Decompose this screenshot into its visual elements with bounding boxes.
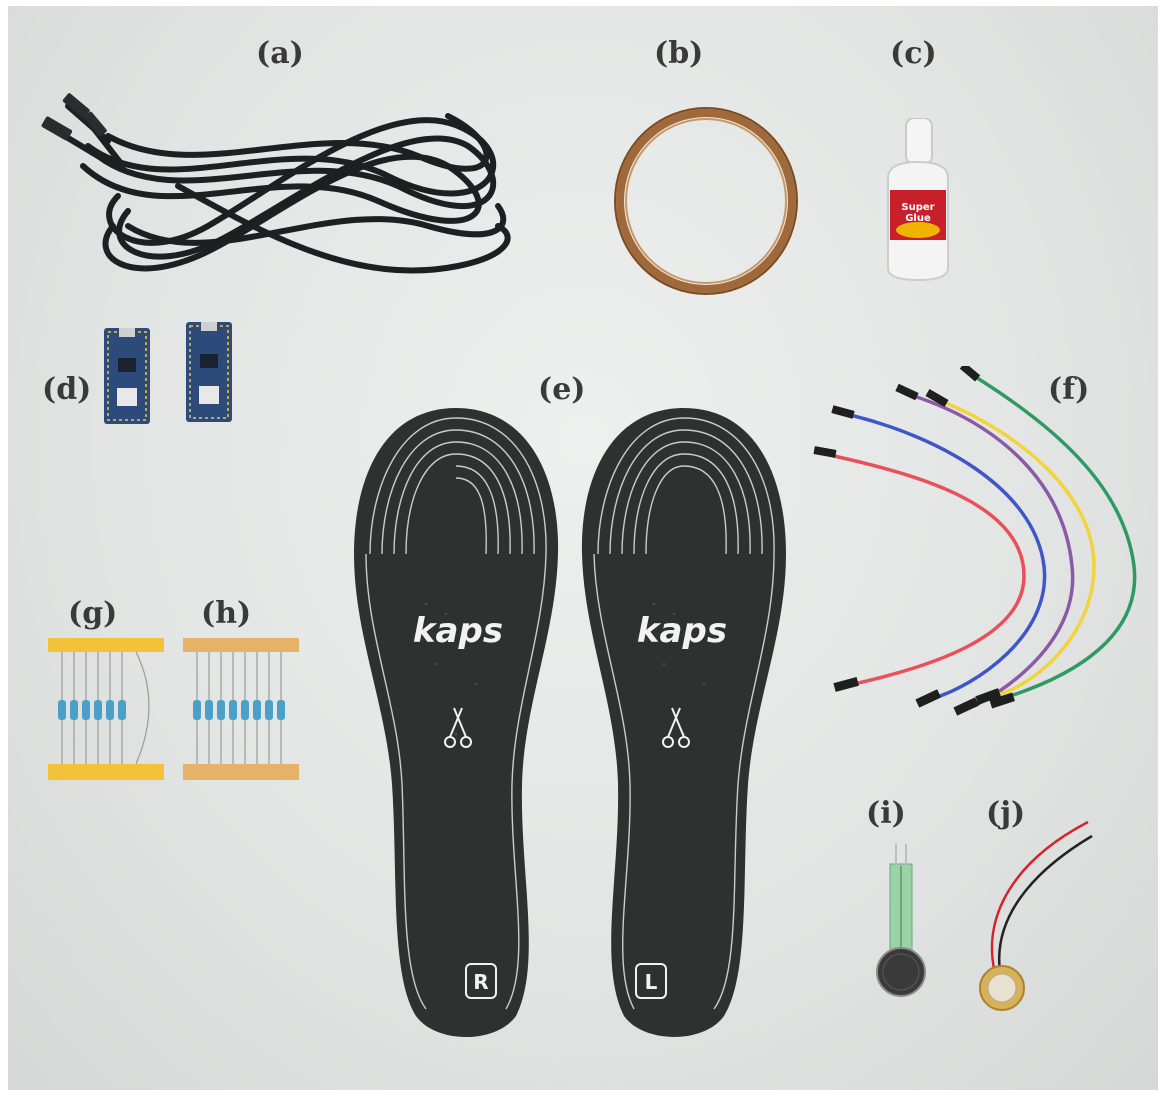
label-a: (a): [256, 36, 304, 71]
label-d: (d): [42, 372, 92, 407]
insole-mark-left: L: [645, 970, 658, 994]
piezo-disc: [968, 814, 1098, 1014]
label-h: (h): [201, 596, 252, 631]
force-sensor: [868, 844, 938, 1004]
label-e: (e): [538, 372, 586, 407]
jumper-wires: [804, 366, 1158, 746]
kapton-tape-roll: [606, 106, 806, 296]
microcontroller-board-1: [104, 328, 150, 424]
scissors-icon-right: [444, 707, 472, 748]
label-i: (i): [866, 796, 906, 831]
label-b: (b): [654, 36, 704, 71]
super-glue-bottle: Super Glue: [878, 118, 958, 288]
usb-cable: [28, 86, 538, 316]
insole-brand-left: kaps: [637, 611, 727, 651]
photo-background: (a) (b) (c) (d) (e) (f) (g) (h) (i) (j): [8, 6, 1158, 1090]
label-f: (f): [1048, 372, 1090, 407]
label-j: (j): [986, 796, 1026, 831]
insole-mark-right: R: [473, 970, 488, 994]
label-c: (c): [890, 36, 937, 71]
resistor-strip-g: [48, 636, 168, 786]
insole-right: kaps R: [346, 404, 566, 1044]
microcontroller-board-2: [186, 322, 232, 422]
label-g: (g): [68, 596, 118, 631]
resistor-strip-h: [183, 636, 303, 786]
insole-brand-right: kaps: [413, 611, 503, 651]
insole-left: kaps L: [574, 404, 794, 1044]
scissors-icon-left: [662, 707, 690, 748]
glue-brand-text: Super Glue: [901, 202, 935, 224]
